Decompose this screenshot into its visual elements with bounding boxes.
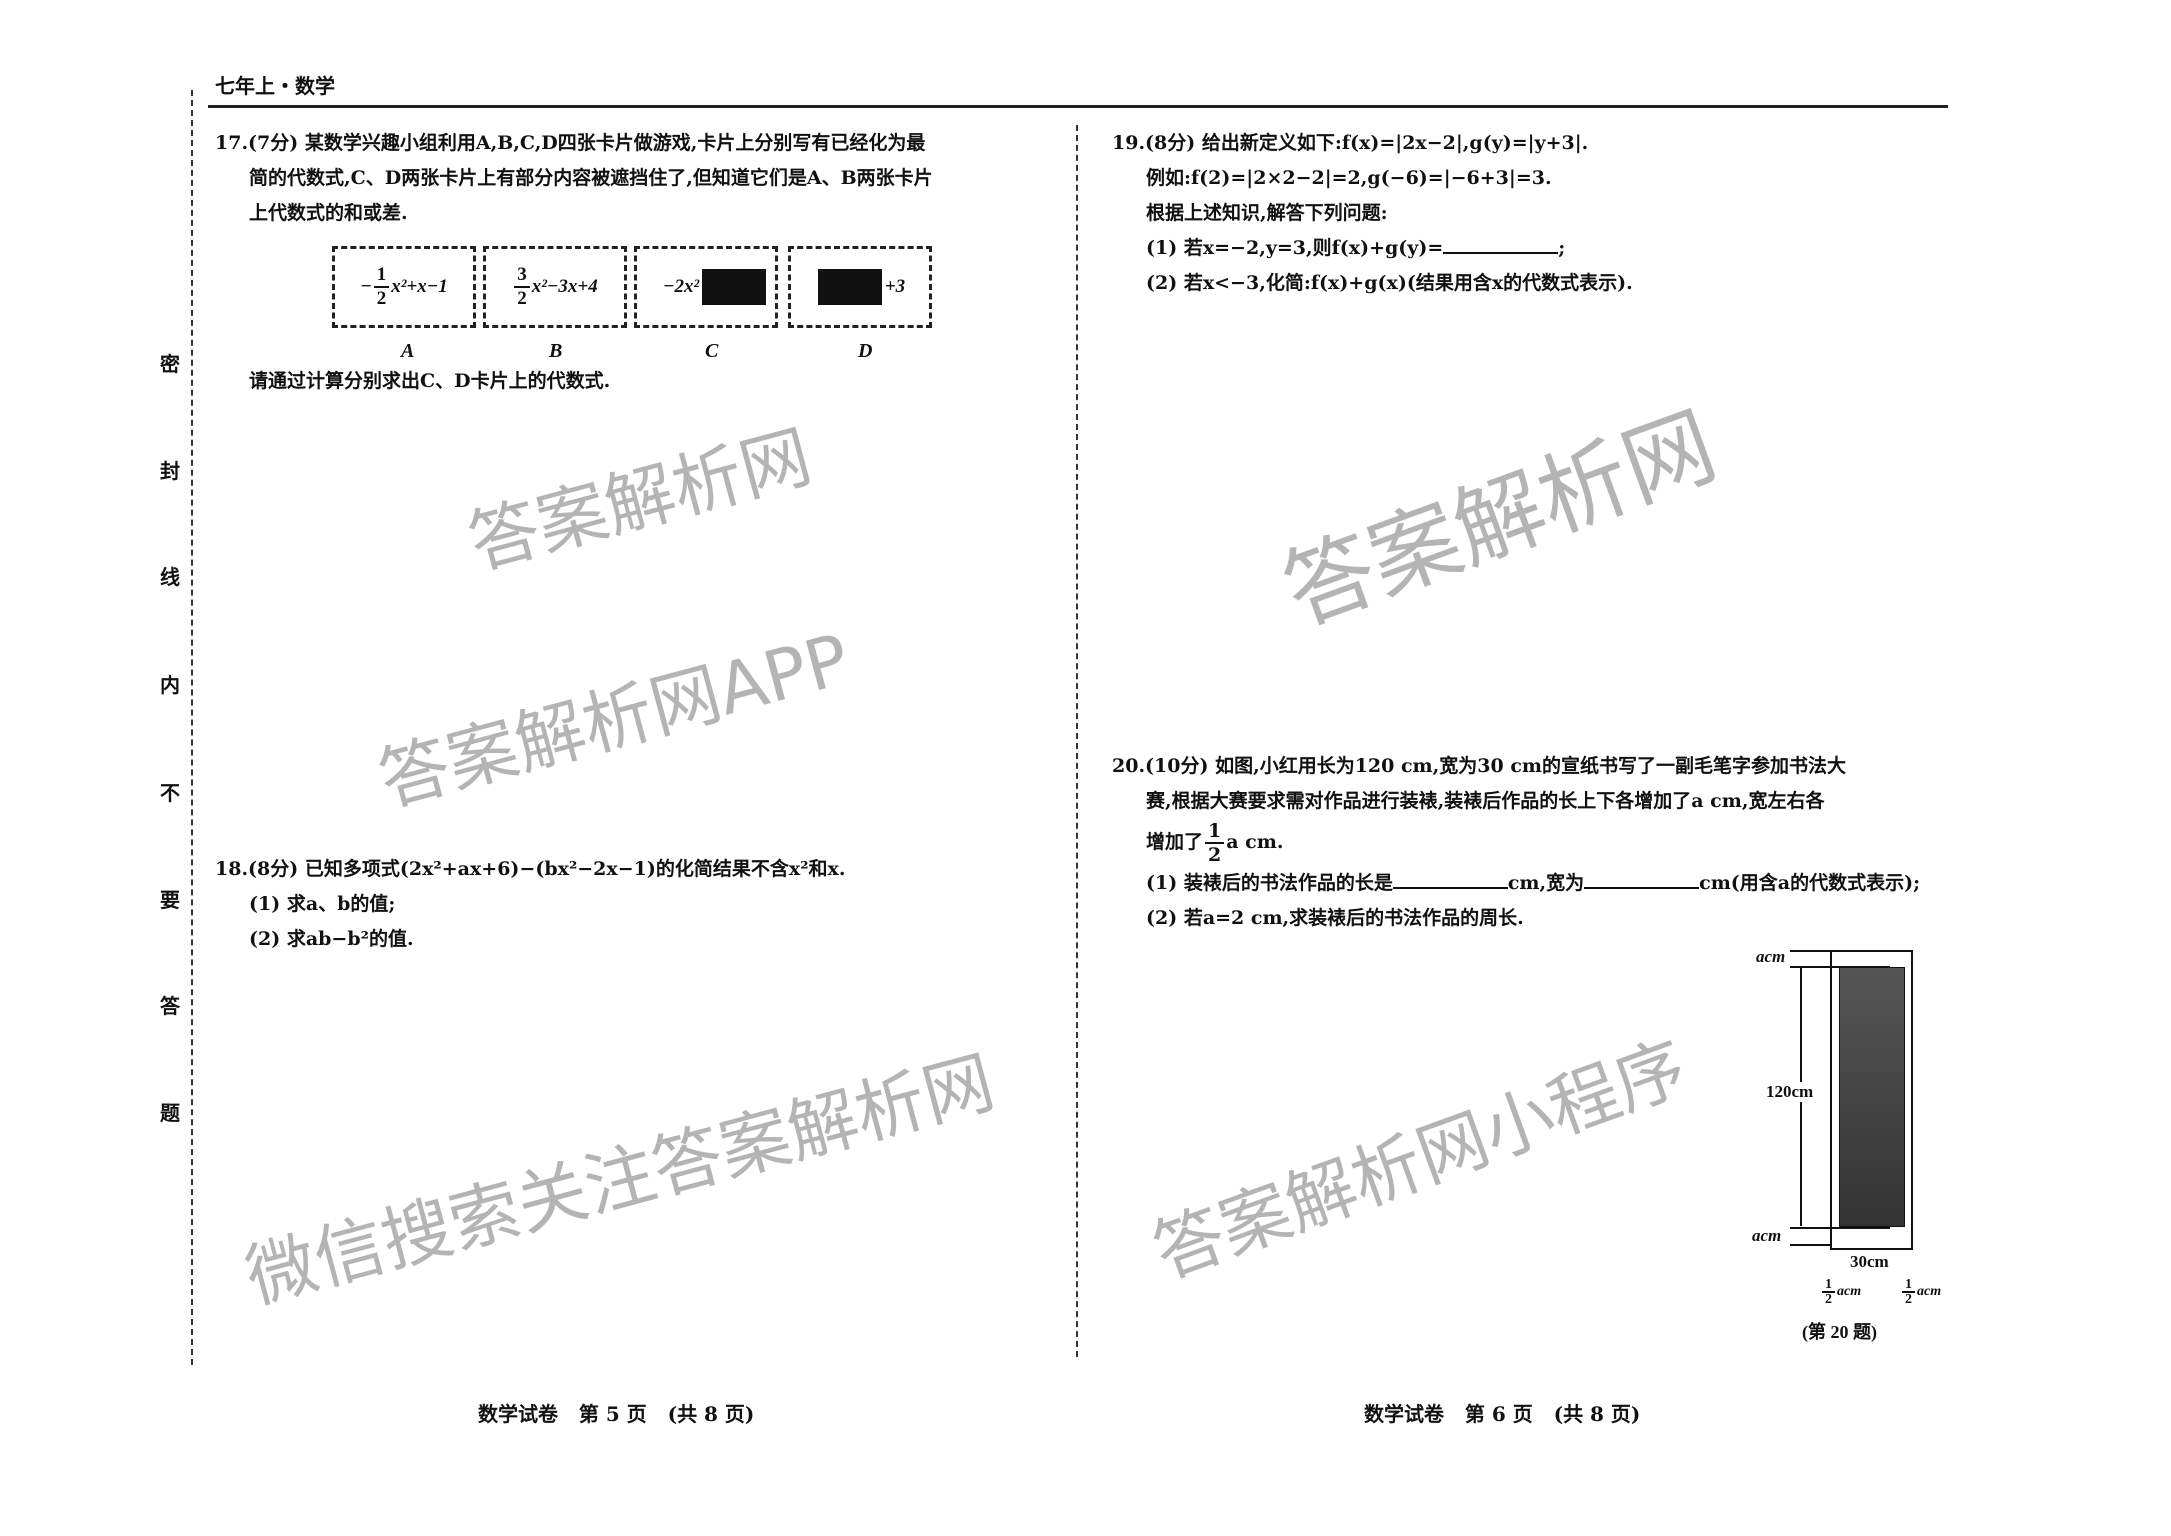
card-a-terms: x²+x−1 — [391, 276, 448, 297]
q20-p1-text: cm,宽为 — [1507, 872, 1585, 894]
seal-char: 密 — [160, 352, 180, 376]
seal-char: 封 — [160, 459, 180, 483]
numerator: 3 — [514, 264, 530, 288]
denominator: 2 — [1208, 844, 1222, 866]
seal-char: 答 — [160, 994, 180, 1018]
question-19: 19.(8分) 给出新定义如下:f(x)=|2x−2|,g(y)=|y+3|. … — [1112, 126, 1633, 301]
q20-text: a cm. — [1226, 831, 1284, 853]
card-label: D — [858, 340, 873, 362]
card-b-terms: x²−3x+4 — [531, 276, 598, 297]
numerator: 1 — [1822, 1278, 1835, 1293]
unit: acm — [1917, 1284, 1942, 1299]
card-label: B — [549, 340, 563, 362]
card-label: C — [705, 340, 719, 362]
card-label: A — [401, 340, 415, 362]
page-divider — [1076, 125, 1078, 1357]
label-top-margin: acm — [1756, 947, 1786, 966]
question-18: 18.(8分) 已知多项式(2x²+ax+6)−(bx²−2x−1)的化简结果不… — [215, 852, 845, 957]
q19-line: 19.(8分) 给出新定义如下:f(x)=|2x−2|,g(y)=|y+3|. — [1112, 132, 1589, 154]
q20-part-1: (1) 装裱后的书法作品的长是 cm,宽为 cm(用含a的代数式表示); — [1112, 866, 1920, 901]
q19-part-1: (1) 若x=−2,y=3,则f(x)+g(y)=; — [1112, 231, 1633, 266]
q17-line: 上代数式的和或差. — [249, 202, 408, 224]
q19-part-2: (2) 若x<−3,化简:f(x)+g(x)(结果用含x的代数式表示). — [1146, 272, 1633, 294]
q17-line: 17.(7分) 某数学兴趣小组利用A,B,C,D四张卡片做游戏,卡片上分别写有已… — [215, 132, 926, 154]
watermark: 答案解析网 — [460, 415, 820, 585]
card-a-sign: − — [360, 276, 372, 297]
seal-char: 内 — [160, 673, 180, 697]
answer-blank[interactable] — [1584, 869, 1700, 889]
card-d: +3 — [788, 246, 932, 328]
denominator: 2 — [376, 288, 387, 309]
q18-part-2: (2) 求ab−b²的值. — [249, 928, 414, 950]
unit: acm — [1837, 1284, 1862, 1299]
watermark: 答案解析网APP — [370, 617, 858, 823]
q18-part-1: (1) 求a、b的值; — [249, 893, 396, 915]
q18-line: 18.(8分) 已知多项式(2x²+ax+6)−(bx²−2x−1)的化简结果不… — [215, 858, 846, 880]
label-bottom-margin: acm — [1752, 1226, 1782, 1245]
q20-line: 20.(10分) 如图,小红用长为120 cm,宽为30 cm的宣纸书写了一副毛… — [1112, 755, 1846, 777]
denominator: 2 — [1905, 1292, 1912, 1307]
q19-line: 例如:f(2)=|2×2−2|=2,g(−6)=|−6+3|=3. — [1146, 167, 1552, 189]
q17-line: 简的代数式,C、D两张卡片上有部分内容被遮挡住了,但知道它们是A、B两张卡片 — [249, 167, 933, 189]
tick — [1790, 966, 1890, 968]
hidden-mask — [817, 269, 882, 305]
hidden-mask — [702, 269, 767, 305]
tick — [1790, 1244, 1830, 1246]
seal-char: 不 — [160, 781, 180, 805]
tick — [1790, 950, 1830, 952]
mounted-frame — [1830, 950, 1913, 1250]
footer-page-6: 数学试卷 第 6 页 (共 8 页) — [1364, 1402, 1641, 1426]
footer-page-5: 数学试卷 第 5 页 (共 8 页) — [478, 1402, 755, 1426]
q19-p1-end: ; — [1558, 237, 1566, 259]
watermark: 答案解析网 — [1270, 393, 1730, 646]
q19-line: 根据上述知识,解答下列问题: — [1146, 202, 1388, 224]
q20-text: 增加了 — [1146, 831, 1204, 853]
seal-char: 题 — [160, 1101, 180, 1125]
seal-char: 要 — [160, 888, 180, 912]
card-d-terms: +3 — [884, 276, 906, 297]
q20-line: 赛,根据大赛要求需对作品进行装裱,装裱后作品的长上下各增加了a cm,宽左右各 — [1146, 790, 1825, 812]
figure-caption: (第 20 题) — [1802, 1322, 1877, 1342]
calligraphy-image — [1839, 967, 1905, 1227]
numerator: 1 — [1205, 820, 1225, 844]
numerator: 1 — [1902, 1278, 1915, 1293]
q17-ask: 请通过计算分别求出C、D卡片上的代数式. — [249, 370, 611, 392]
answer-blank[interactable] — [1443, 234, 1559, 254]
denominator: 2 — [1825, 1292, 1832, 1307]
label-width: 30cm — [1850, 1252, 1889, 1271]
card-c-terms: −2x² — [663, 276, 700, 297]
tick — [1790, 1227, 1890, 1229]
watermark: 微信搜索关注答案解析网 — [237, 1040, 1003, 1320]
question-20: 20.(10分) 如图,小红用长为120 cm,宽为30 cm的宣纸书写了一副毛… — [1112, 749, 1920, 936]
q20-p1-text: (1) 装裱后的书法作品的长是 — [1146, 872, 1393, 894]
header-rule — [208, 105, 1948, 108]
question-17: 17.(7分) 某数学兴趣小组利用A,B,C,D四张卡片做游戏,卡片上分别写有已… — [215, 126, 933, 231]
q20-part-2: (2) 若a=2 cm,求装裱后的书法作品的周长. — [1146, 907, 1524, 929]
answer-blank[interactable] — [1392, 869, 1508, 889]
seal-char: 线 — [160, 565, 180, 589]
binding-line — [191, 90, 193, 1365]
q19-p1-text: (1) 若x=−2,y=3,则f(x)+g(y)= — [1146, 237, 1444, 259]
exam-header: 七年上・数学 — [215, 74, 335, 98]
label-height: 120cm — [1766, 1082, 1814, 1102]
card-c: −2x² — [634, 246, 778, 328]
q20-p1-text: cm(用含a的代数式表示); — [1699, 872, 1921, 894]
watermark: 答案解析网小程序 — [1142, 1025, 1698, 1295]
denominator: 2 — [517, 288, 527, 309]
numerator: 1 — [373, 264, 390, 288]
